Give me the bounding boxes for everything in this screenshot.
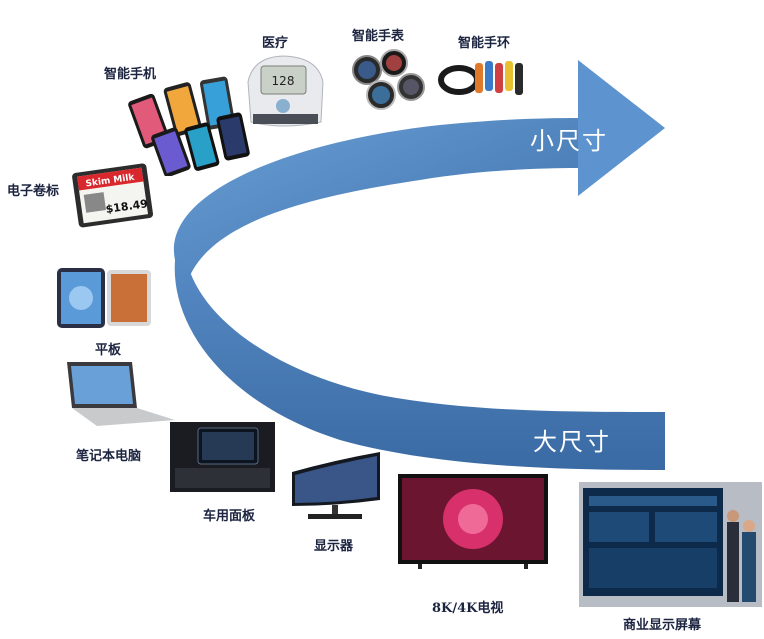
arrow-label-large: 大尺寸 bbox=[533, 428, 611, 456]
car-panel-image bbox=[170, 422, 275, 492]
e-tag-image: Skim Milk $18.49 bbox=[72, 163, 154, 228]
smartphone-image bbox=[128, 76, 250, 176]
label-monitor: 显示器 bbox=[314, 539, 354, 554]
label-e-tag: 电子卷标 bbox=[7, 184, 60, 199]
smartwatch-image bbox=[352, 49, 425, 110]
arrow-head bbox=[578, 60, 665, 196]
etag-price-text: $18.49 bbox=[105, 197, 149, 216]
tv-image bbox=[398, 474, 548, 569]
label-smartwatch: 智能手表 bbox=[352, 29, 405, 44]
laptop-image bbox=[67, 362, 175, 426]
arrow-upper-band bbox=[173, 118, 578, 290]
label-smartband: 智能手环 bbox=[458, 36, 511, 51]
tablet-image bbox=[57, 268, 151, 328]
label-car-panel: 车用面板 bbox=[203, 509, 256, 524]
arrow-lower-band bbox=[174, 230, 665, 470]
label-tablet: 平板 bbox=[95, 343, 122, 358]
label-tv: 8K/4K电视 bbox=[432, 601, 504, 616]
label-smartphone: 智能手机 bbox=[104, 67, 157, 82]
bp-monitor-image: 128 bbox=[247, 55, 324, 127]
monitor-image bbox=[292, 452, 380, 519]
label-commercial-display: 商业显示屏幕 bbox=[623, 618, 702, 633]
smartband-image bbox=[438, 61, 523, 95]
label-medical: 医疗 bbox=[262, 36, 289, 51]
bp-reading-text: 128 bbox=[272, 74, 295, 88]
arrow-label-small: 小尺寸 bbox=[530, 127, 608, 155]
commercial-display-image bbox=[579, 482, 762, 607]
label-laptop: 笔记本电脑 bbox=[76, 449, 142, 464]
